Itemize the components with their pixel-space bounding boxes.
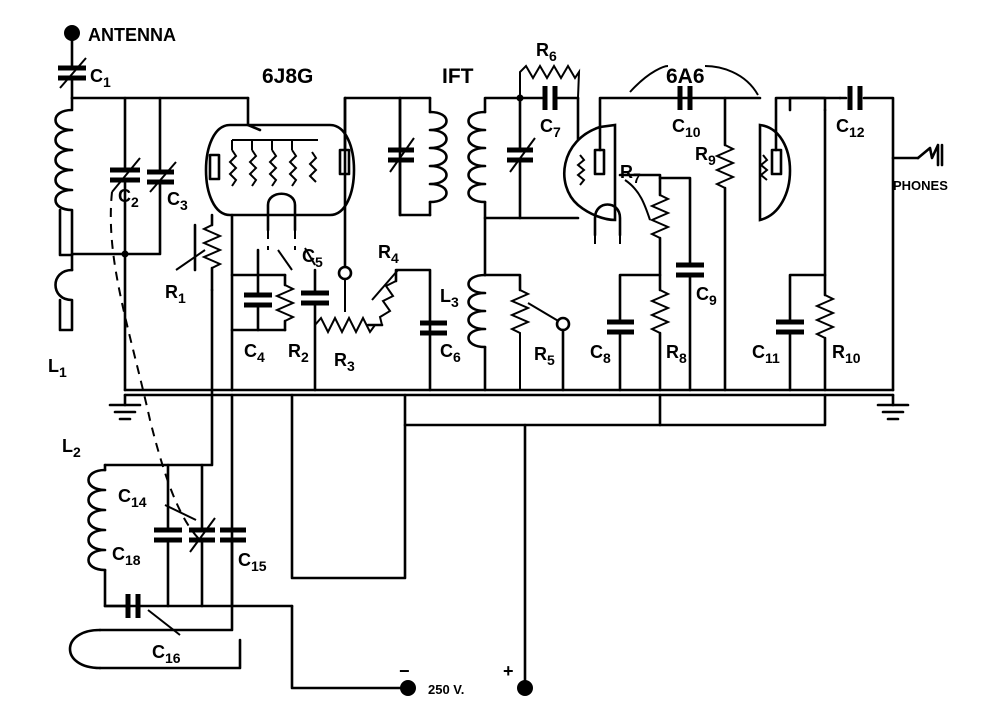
c9-label: C9: [696, 284, 717, 308]
r2-label: R2: [288, 341, 309, 365]
resistor-r6: [519, 64, 581, 99]
c5-label: C5: [302, 246, 323, 270]
r1-label: R1: [165, 282, 186, 306]
c18-label: C18: [112, 544, 141, 568]
resistor-r4: [371, 268, 432, 392]
wire-plate-ift: [343, 96, 432, 217]
r4-label: R4: [378, 242, 399, 266]
capacitor-c15: [220, 527, 246, 608]
bplus-bus: [403, 393, 827, 427]
wire-c3-bottom: [70, 180, 162, 256]
resistor-r1: [175, 213, 223, 292]
capacitor-c4: [230, 273, 287, 332]
wire-plate2: [774, 96, 842, 152]
supply-label: 250 V.: [428, 682, 464, 697]
supply-minus-terminal: [400, 680, 416, 696]
c6-label: C6: [440, 341, 461, 365]
antenna-terminal: [64, 25, 80, 70]
antenna-label: ANTENNA: [88, 25, 176, 45]
capacitor-c6: [420, 320, 447, 336]
r6-label: R6: [536, 40, 557, 64]
minus-label: −: [399, 661, 410, 681]
c4-label: C4: [244, 341, 265, 365]
ground-symbol-right: [876, 393, 910, 421]
l3-label: L3: [440, 286, 459, 310]
gang-link: [109, 191, 201, 541]
tube2-label: 6A6: [666, 65, 705, 88]
coil-l2: [87, 388, 214, 608]
r8-label: R8: [666, 342, 687, 366]
tube-6j8g: [204, 96, 356, 250]
capacitor-c1: [58, 57, 87, 100]
c8-label: C8: [590, 342, 611, 366]
r9-label: R9: [695, 144, 716, 168]
c14-label: C14: [118, 486, 147, 510]
capacitor-c16: [103, 594, 181, 636]
wire-bplus-loop: [290, 393, 407, 580]
coil-l3: [467, 216, 522, 392]
resistor-r5: [509, 289, 571, 392]
supply-plus-terminal: [517, 680, 533, 696]
resistor-r3: [314, 96, 384, 335]
resistor-r10: [788, 96, 836, 392]
phones-jack: [891, 143, 944, 392]
resistor-r9: [714, 96, 736, 392]
c1-label: C1: [90, 66, 111, 90]
capacitor-c14: [164, 463, 216, 608]
ground-symbol-left: [108, 393, 142, 421]
c16-label: C16: [152, 642, 181, 666]
resistor-r7: [618, 173, 671, 292]
capacitor-c11: [776, 273, 827, 392]
r7-label: R7: [620, 162, 641, 186]
plus-label: +: [503, 661, 514, 681]
capacitor-c12: [838, 86, 920, 160]
c12-label: C12: [836, 116, 865, 140]
r5-label: R5: [534, 344, 555, 368]
phones-label: PHONES: [893, 178, 948, 193]
coil-l1: [54, 96, 74, 332]
capacitor-c8: [607, 273, 662, 392]
c15-label: C15: [238, 550, 267, 574]
ift-label: IFT: [442, 65, 474, 88]
c3-label: C3: [167, 189, 188, 213]
coil-l2-secondary: [68, 393, 242, 670]
c10-label: C10: [672, 116, 701, 140]
wire-minus-supply: [290, 604, 407, 690]
tube-6a6-section1: [563, 96, 762, 250]
l2-label: L2: [62, 436, 81, 460]
capacitor-c7-tuning: [507, 96, 536, 220]
c11-label: C11: [752, 342, 780, 366]
resistor-r8: [649, 289, 671, 392]
ift-primary: [388, 96, 448, 217]
c2-label: C2: [118, 186, 139, 210]
capacitor-c3: [147, 161, 177, 193]
l1-label: L1: [48, 356, 67, 380]
tube2-bracket: [629, 65, 759, 96]
capacitor-c9: [658, 176, 704, 392]
r10-label: R10: [832, 342, 861, 366]
capacitor-c10: [677, 86, 693, 110]
wire-cathode: [230, 248, 260, 277]
r3-label: R3: [334, 350, 355, 374]
tube1-label: 6J8G: [262, 65, 313, 88]
capacitor-c5: [301, 247, 329, 392]
c7-label: C7: [540, 116, 561, 140]
capacitor-c18: [154, 463, 182, 608]
resistor-r2: [256, 249, 296, 332]
